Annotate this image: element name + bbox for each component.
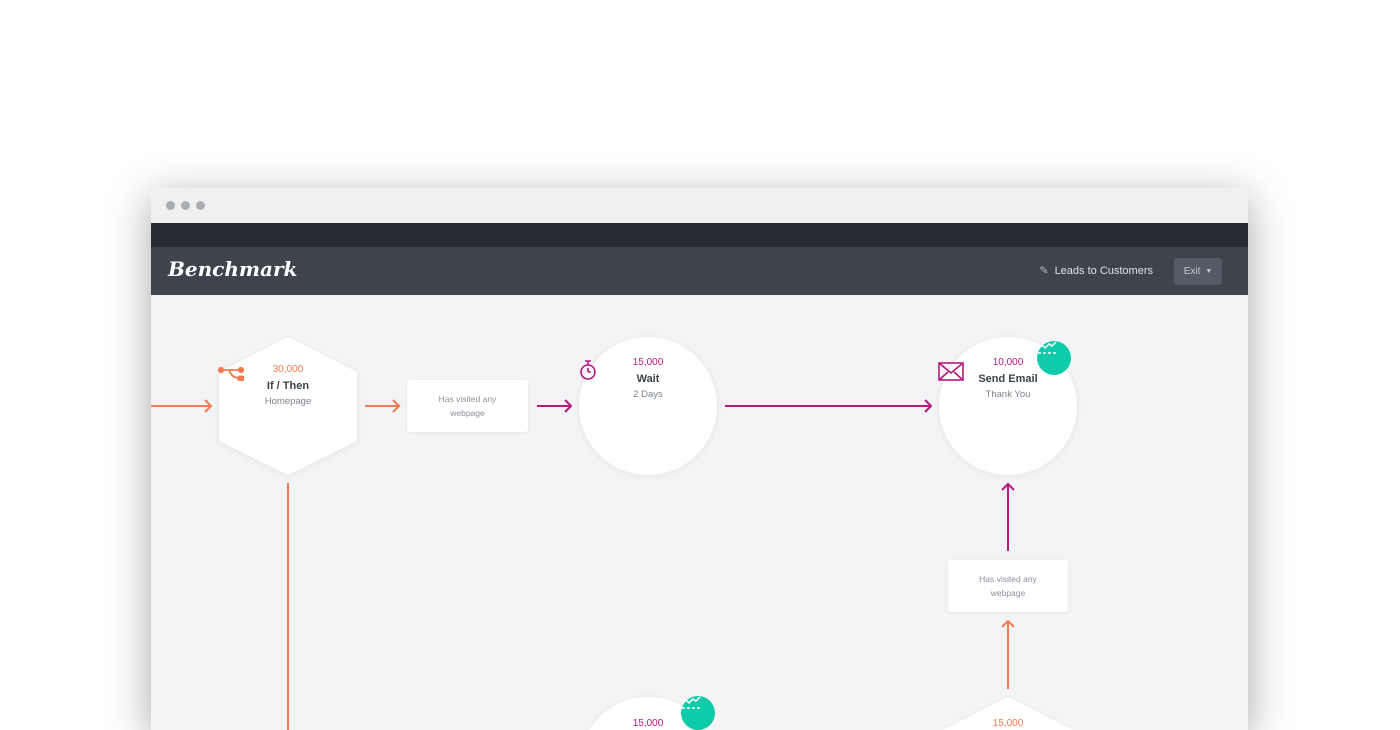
node-count: 30,000	[272, 364, 304, 375]
stats-badge[interactable]	[681, 696, 715, 730]
connector-arrow	[1001, 482, 1015, 551]
if-then-node[interactable]: 30,000 If / Then Homepage	[218, 364, 358, 407]
connector-arrow	[537, 399, 573, 413]
banner-title: PROFI AUTOMATISIERUNG	[466, 70, 939, 112]
workflow-name[interactable]: ✎ Leads to Customers	[1039, 264, 1153, 278]
connector-arrow	[1001, 619, 1015, 689]
node-title: If / Then	[266, 380, 310, 392]
condition-text: webpage	[990, 588, 1026, 598]
exit-button[interactable]: Exit ▼	[1174, 258, 1222, 285]
bottom-circle-node[interactable]: 15,000	[578, 718, 718, 730]
bottom-circle	[589, 696, 707, 730]
stats-badge[interactable]	[1037, 341, 1071, 375]
node-subtitle: Thank You	[985, 389, 1031, 400]
node-count: 15,000	[632, 718, 664, 729]
node-title: Wait	[636, 373, 660, 385]
connector-arrow	[151, 399, 213, 413]
workflow-name-label: Leads to Customers	[1054, 264, 1153, 277]
bottom-hexagon	[943, 697, 1073, 730]
trend-chart-icon	[681, 696, 701, 709]
banner-dash	[595, 89, 608, 93]
send-email-circle	[939, 337, 1077, 475]
node-subtitle: 2 Days	[633, 389, 663, 400]
window-dot-minimize[interactable]	[181, 201, 190, 210]
connectors	[151, 337, 1248, 730]
exit-label: Exit	[1183, 266, 1201, 277]
if-then-hexagon	[219, 337, 357, 475]
bottom-hexagon-node[interactable]: 15,000	[938, 718, 1078, 730]
stopwatch-icon	[580, 360, 596, 380]
condition-card[interactable]: Has visited any webpage	[948, 560, 1068, 612]
wait-node[interactable]: 15,000 Wait 2 Days	[578, 357, 718, 400]
window-dot-close[interactable]	[166, 201, 175, 210]
banner-part2: AUTOMATISIERUNG	[611, 74, 940, 107]
workflow-canvas: 30,000 If / Then Homepage Has visited an…	[151, 295, 1248, 730]
condition-text: webpage	[450, 408, 485, 418]
node-count: 10,000	[992, 357, 1024, 368]
connector-arrow	[365, 399, 401, 413]
envelope-icon	[938, 362, 964, 381]
condition-text: Has visited any	[438, 394, 497, 404]
send-email-node[interactable]: 10,000 Send Email Thank You	[938, 357, 1078, 400]
top-dark-bar	[151, 223, 1248, 247]
title-bar	[151, 188, 1248, 223]
connector-arrow	[725, 399, 933, 413]
benchmark-logo[interactable]: Benchmark	[168, 257, 298, 281]
trend-chart-icon	[1037, 341, 1057, 354]
pencil-icon: ✎	[1039, 265, 1049, 277]
node-count: 15,000	[632, 357, 664, 368]
app-header: Benchmark ✎ Leads to Customers Exit ▼	[151, 247, 1248, 295]
condition-text: Has visited any	[979, 574, 1037, 584]
caret-down-icon: ▼	[1205, 268, 1213, 275]
wait-circle	[579, 337, 717, 475]
node-subtitle: Homepage	[264, 396, 312, 407]
browser-window: Benchmark ✎ Leads to Customers Exit ▼	[151, 188, 1248, 730]
node-count: 15,000	[992, 718, 1024, 729]
condition-card[interactable]: Has visited any webpage	[407, 380, 528, 432]
window-dot-maximize[interactable]	[196, 201, 205, 210]
node-title: Send Email	[978, 373, 1038, 385]
branch-icon	[218, 367, 244, 381]
banner-part1: PROFI	[466, 70, 592, 112]
